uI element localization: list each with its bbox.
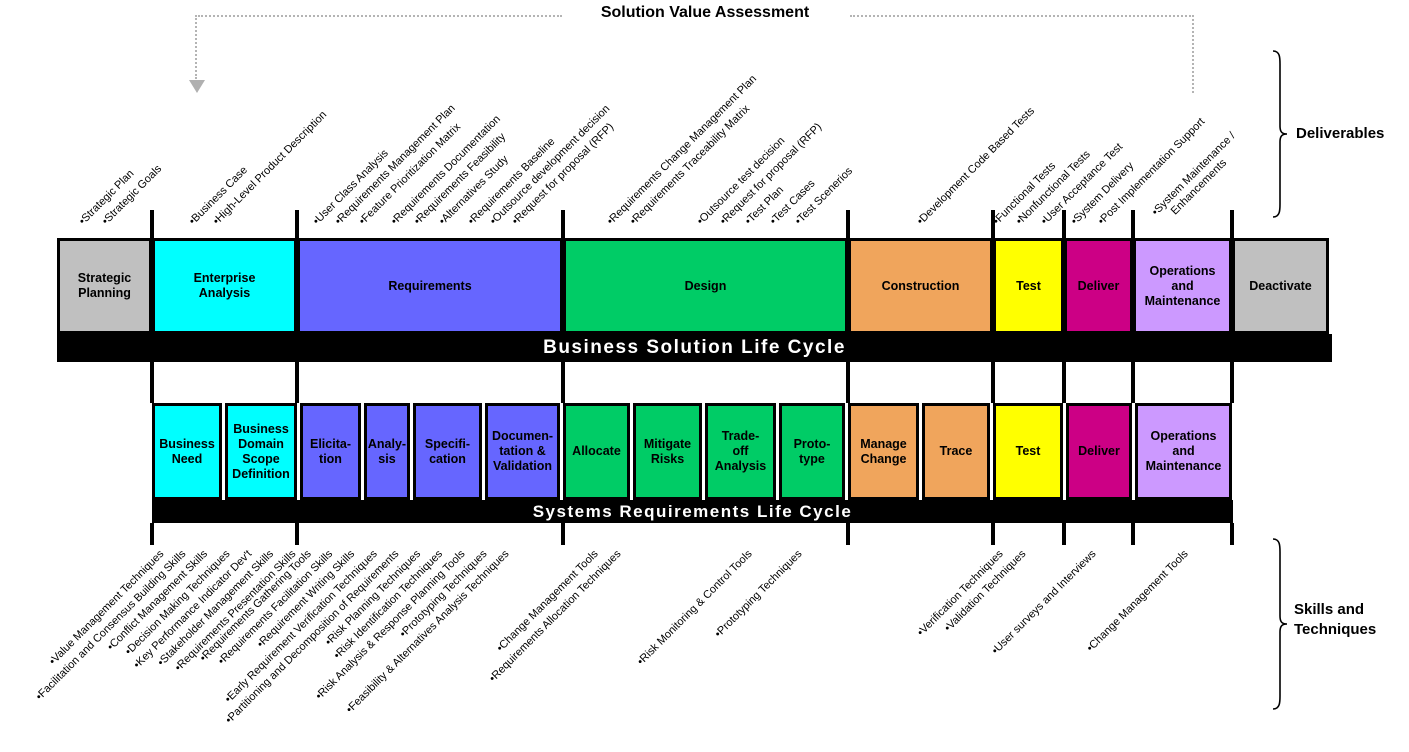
boundary-tick [1062,362,1066,403]
boundary-tick [295,362,299,403]
systems-requirements-bar-label: Systems Requirements Life Cycle [532,501,853,521]
boundary-tick [991,210,995,238]
boundary-tick [561,362,565,403]
arrow-down-icon [189,80,205,93]
boundary-tick [991,362,995,403]
stage-test: Test [993,403,1063,500]
boundary-tick [1230,523,1234,545]
stage-allocate: Allocate [563,403,630,500]
business-solution-bar-label: Business Solution Life Cycle [543,337,846,358]
skills-brace [1272,538,1288,710]
boundary-tick [846,210,850,238]
boundary-tick [295,523,299,545]
deliverables-annotation: Deliverables [1296,125,1385,142]
stage-trace: Trace [922,403,990,500]
phase-deactivate: Deactivate [1232,238,1329,334]
boundary-tick [561,210,565,238]
boundary-tick [1230,210,1234,238]
phase-design: Design [563,238,848,334]
boundary-tick [1131,523,1135,545]
boundary-tick [846,523,850,545]
phase-construction: Construction [848,238,993,334]
boundary-tick [150,523,154,545]
systems-requirements-bar: Systems Requirements Life Cycle [152,500,1233,523]
boundary-tick [150,210,154,238]
dotted-line-right [850,15,1194,17]
boundary-tick [991,523,995,545]
deliverables-brace [1272,50,1288,218]
boundary-tick [846,362,850,403]
phase-test: Test [993,238,1064,334]
phase-deliver: Deliver [1064,238,1133,334]
skills-annotation: Skills and Techniques [1294,601,1377,638]
stage-documen-tation-validation: Documen-tation &Validation [485,403,560,500]
stage-elicita-tion: Elicita-tion [300,403,361,500]
stage-analy-sis: Analy-sis [364,403,410,500]
business-solution-bar: Business Solution Life Cycle [57,334,1332,362]
boundary-tick [1131,362,1135,403]
solution-value-assessment-title: Solution Value Assessment [600,4,810,21]
stage-specifi-cation: Specifi-cation [413,403,482,500]
dotted-line-left [198,15,562,17]
stage-proto-type: Proto-type [779,403,845,500]
boundary-tick [150,362,154,403]
boundary-tick [295,210,299,238]
stage-deliver: Deliver [1066,403,1132,500]
phase-requirements: Requirements [297,238,563,334]
boundary-tick [1230,362,1234,403]
boundary-tick [1131,210,1135,238]
boundary-tick [561,523,565,545]
boundary-tick [1062,523,1066,545]
boundary-tick [1062,210,1066,238]
dotted-line-right-vertical [1192,15,1194,93]
dotted-line-left-vertical [195,15,197,79]
